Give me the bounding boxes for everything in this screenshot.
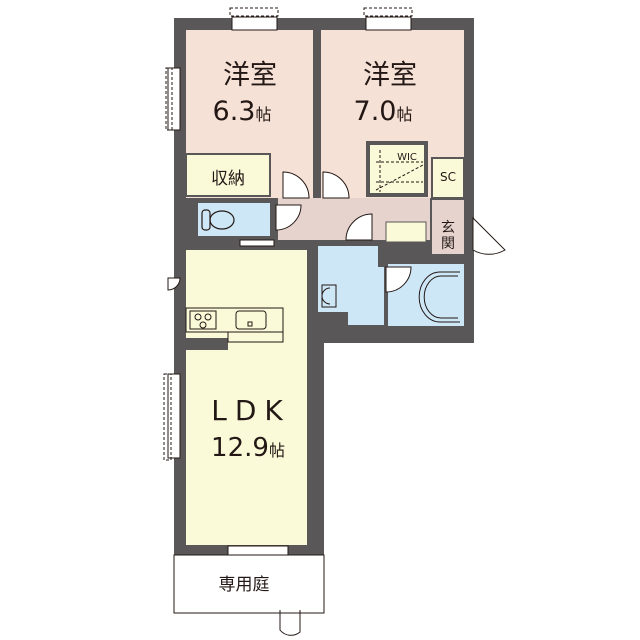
room2-name-label: 洋室 (363, 60, 417, 91)
ldk-name-label: LDK (211, 394, 291, 427)
door-ldk-side (167, 277, 181, 291)
walk-in-closet[interactable] (366, 141, 428, 197)
door-entrance (472, 216, 506, 255)
toilet-icon (201, 209, 235, 231)
washbasin-icon (321, 284, 337, 308)
kitchen-counter (185, 307, 284, 343)
shoe-cabinet (385, 221, 427, 243)
windows (167, 16, 412, 557)
private-garden[interactable] (173, 554, 325, 614)
door-room2 (322, 171, 350, 199)
garden-gate (279, 610, 301, 636)
storage-closet[interactable] (185, 153, 271, 197)
wic-label: WIC (397, 152, 417, 163)
room2-size-label: 7.0帖 (354, 96, 413, 127)
shoe-closet[interactable] (431, 157, 465, 199)
bathtub-icon (418, 271, 460, 323)
room1-size-label: 6.3帖 (213, 96, 272, 127)
entrance-label-1: 玄 (441, 219, 455, 236)
ldk-size-label: 12.9帖 (211, 433, 285, 463)
room1-name-label: 洋室 (223, 60, 277, 91)
entrance-label-2: 関 (441, 236, 455, 252)
sc-label: SC (440, 170, 456, 184)
door-bathroom (385, 266, 412, 293)
storage-label: 収納 (211, 169, 245, 189)
garden-label: 専用庭 (219, 575, 270, 595)
wic-shelf-lines (375, 150, 424, 192)
entrance[interactable] (432, 200, 464, 254)
door-washroom (345, 213, 373, 241)
doors (167, 171, 506, 293)
door-toilet (275, 204, 302, 231)
door-room1 (282, 171, 310, 199)
